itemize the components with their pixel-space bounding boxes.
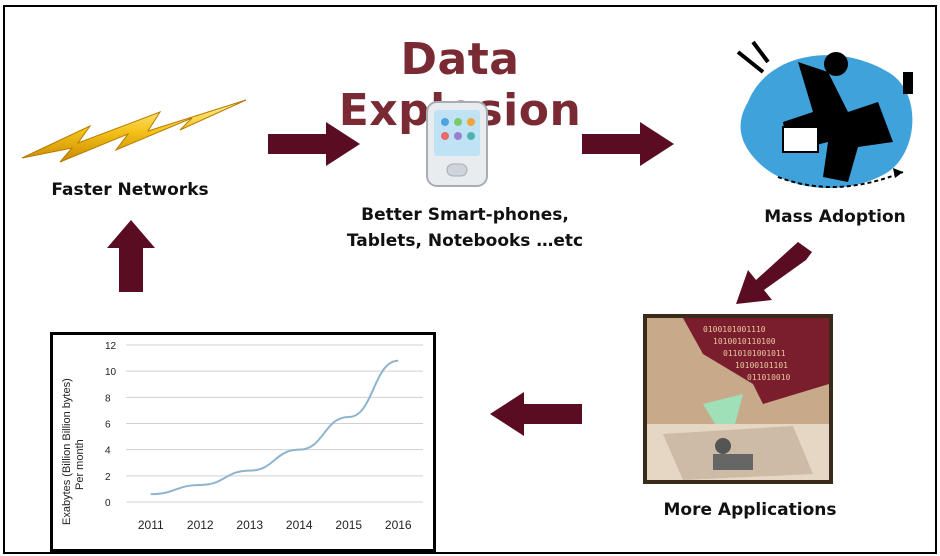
y-tick-label: 0: [105, 498, 111, 509]
x-tick-label: 2016: [385, 518, 412, 532]
y-tick-label: 2: [105, 472, 111, 483]
x-tick-label: 2011: [138, 518, 164, 532]
x-tick-label: 2014: [286, 518, 313, 532]
node-label-smartphones-line2: Tablets, Notebooks …etc: [346, 231, 584, 251]
svg-text:10100101101: 10100101101: [735, 361, 788, 370]
y-axis-label-line2: Per month: [74, 439, 86, 490]
node-label-mass-adoption: Mass Adoption: [764, 207, 906, 227]
smartphone-icon: [426, 101, 488, 187]
x-tick-label: 2015: [335, 518, 362, 532]
node-label-more-applications: More Applications: [663, 500, 837, 520]
node-label-faster-networks: Faster Networks: [51, 180, 209, 200]
y-tick-label: 6: [105, 420, 111, 431]
chart-panel: 0 2 4 6 8 10 12 2011 2012 2013 2014 2015 2016 Exaby…: [50, 332, 436, 552]
line-chart: 0 2 4 6 8 10 12 2011 2012 2013 2014 2015 2016 Exaby…: [61, 341, 423, 532]
x-tick-label: 2013: [236, 518, 263, 532]
svg-text:1010010110100: 1010010110100: [713, 337, 776, 346]
y-tick-label: 8: [105, 393, 111, 404]
svg-text:0100101001110: 0100101001110: [703, 325, 766, 334]
data-funnel-disk-icon: 0100101001110 1010010110100 011010100101…: [643, 314, 833, 484]
series-line: [150, 359, 399, 496]
y-tick-label: 10: [105, 367, 117, 378]
arrow-up: [107, 220, 155, 292]
arrow-left: [490, 392, 582, 436]
y-axis-label-line1: Exabytes (Billion Billion bytes): [61, 378, 73, 525]
arrow-right-2: [582, 122, 674, 166]
y-tick-label: 12: [105, 341, 117, 352]
svg-text:0110101001011: 0110101001011: [723, 349, 786, 358]
svg-text:011010010: 011010010: [747, 373, 791, 382]
node-label-smartphones-line1: Better Smart-phones,: [361, 205, 569, 225]
lightning-bolt-icon: [21, 99, 247, 163]
arrow-right-1: [268, 122, 360, 166]
x-tick-label: 2012: [187, 518, 214, 532]
y-tick-label: 4: [105, 446, 111, 457]
busy-person-icon: [736, 40, 913, 189]
arrow-down-left: [736, 242, 812, 304]
